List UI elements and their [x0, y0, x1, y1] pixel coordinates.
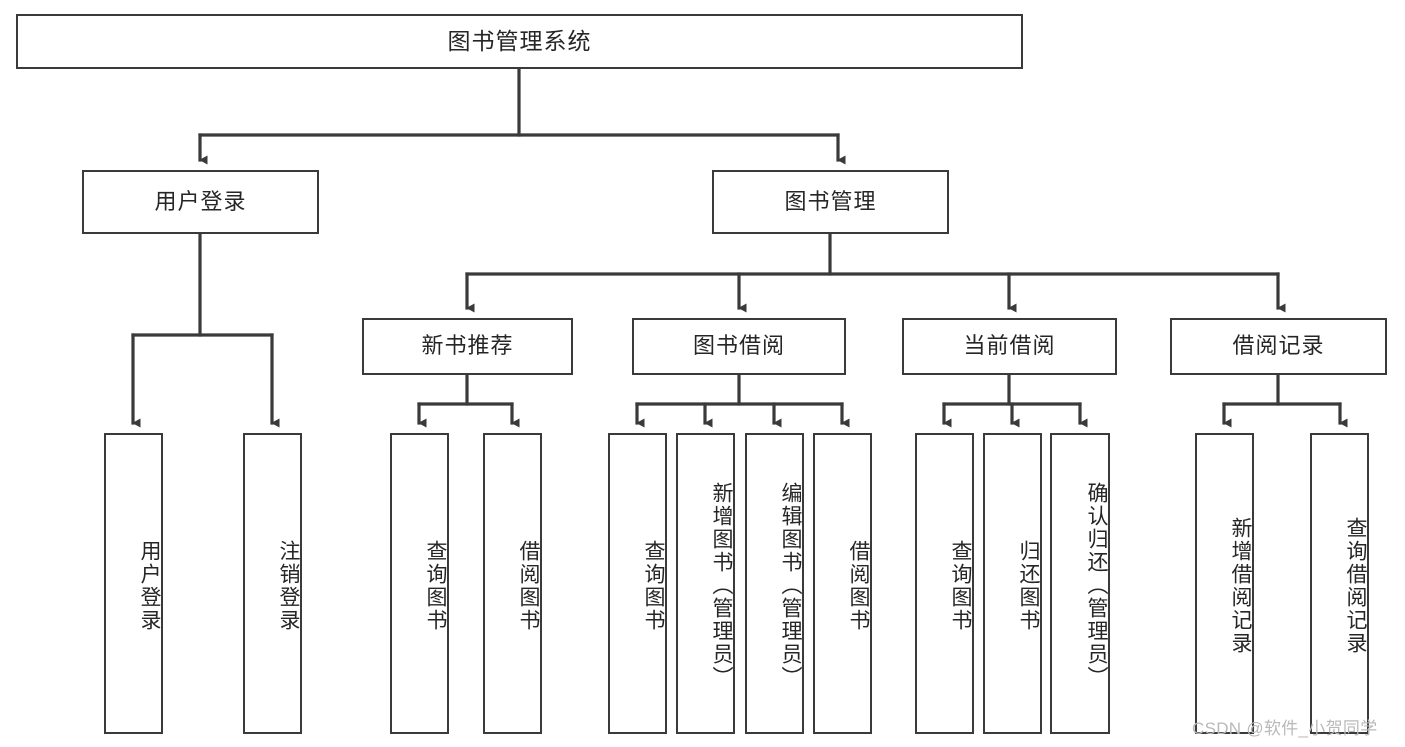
- leaf-borrow-book-1[interactable]: 借阅图书: [483, 433, 542, 734]
- leaf-user-login[interactable]: 用户登录: [104, 433, 163, 734]
- node-label: 编辑图书（管理员）: [779, 482, 802, 689]
- node-label: 查询图书: [642, 539, 665, 632]
- node-label: 注销登录: [277, 539, 300, 632]
- node-label: 当前借阅: [963, 333, 1056, 359]
- node-borrow-record[interactable]: 借阅记录: [1170, 318, 1387, 375]
- node-label: 新增借阅记录: [1229, 516, 1252, 655]
- node-label: 借阅图书: [517, 539, 540, 632]
- node-label: 图书管理系统: [447, 27, 592, 54]
- leaf-query-book-3[interactable]: 查询图书: [915, 433, 974, 734]
- node-book-borrow[interactable]: 图书借阅: [632, 318, 846, 375]
- node-label: 图书管理: [784, 188, 877, 214]
- leaf-borrow-book-2[interactable]: 借阅图书: [813, 433, 872, 734]
- node-label: 借阅记录: [1232, 333, 1325, 359]
- node-label: 图书借阅: [692, 333, 785, 359]
- leaf-return-book[interactable]: 归还图书: [983, 433, 1042, 734]
- leaf-add-book[interactable]: 新增图书（管理员）: [676, 433, 735, 734]
- node-label: 查询图书: [424, 539, 447, 632]
- node-new-book-rec[interactable]: 新书推荐: [362, 318, 573, 375]
- node-label: 新增图书（管理员）: [710, 482, 733, 689]
- leaf-add-record[interactable]: 新增借阅记录: [1195, 433, 1254, 734]
- leaf-query-book-2[interactable]: 查询图书: [608, 433, 667, 734]
- leaf-query-book-1[interactable]: 查询图书: [390, 433, 449, 734]
- leaf-query-record[interactable]: 查询借阅记录: [1310, 433, 1369, 734]
- node-user-login[interactable]: 用户登录: [82, 170, 319, 234]
- node-current-borrow[interactable]: 当前借阅: [902, 318, 1117, 375]
- node-book-manage[interactable]: 图书管理: [712, 170, 949, 234]
- node-root[interactable]: 图书管理系统: [16, 14, 1023, 69]
- node-label: 用户登录: [138, 539, 161, 632]
- node-label: 新书推荐: [421, 333, 514, 359]
- node-label: 查询图书: [949, 539, 972, 632]
- node-label: 确认归还（管理员）: [1085, 482, 1108, 689]
- node-label: 借阅图书: [847, 539, 870, 632]
- leaf-user-logout[interactable]: 注销登录: [243, 433, 302, 734]
- node-label: 归还图书: [1017, 539, 1040, 632]
- node-label: 查询借阅记录: [1344, 516, 1367, 655]
- leaf-edit-book[interactable]: 编辑图书（管理员）: [745, 433, 804, 734]
- leaf-confirm-return[interactable]: 确认归还（管理员）: [1050, 433, 1110, 734]
- node-label: 用户登录: [154, 188, 247, 214]
